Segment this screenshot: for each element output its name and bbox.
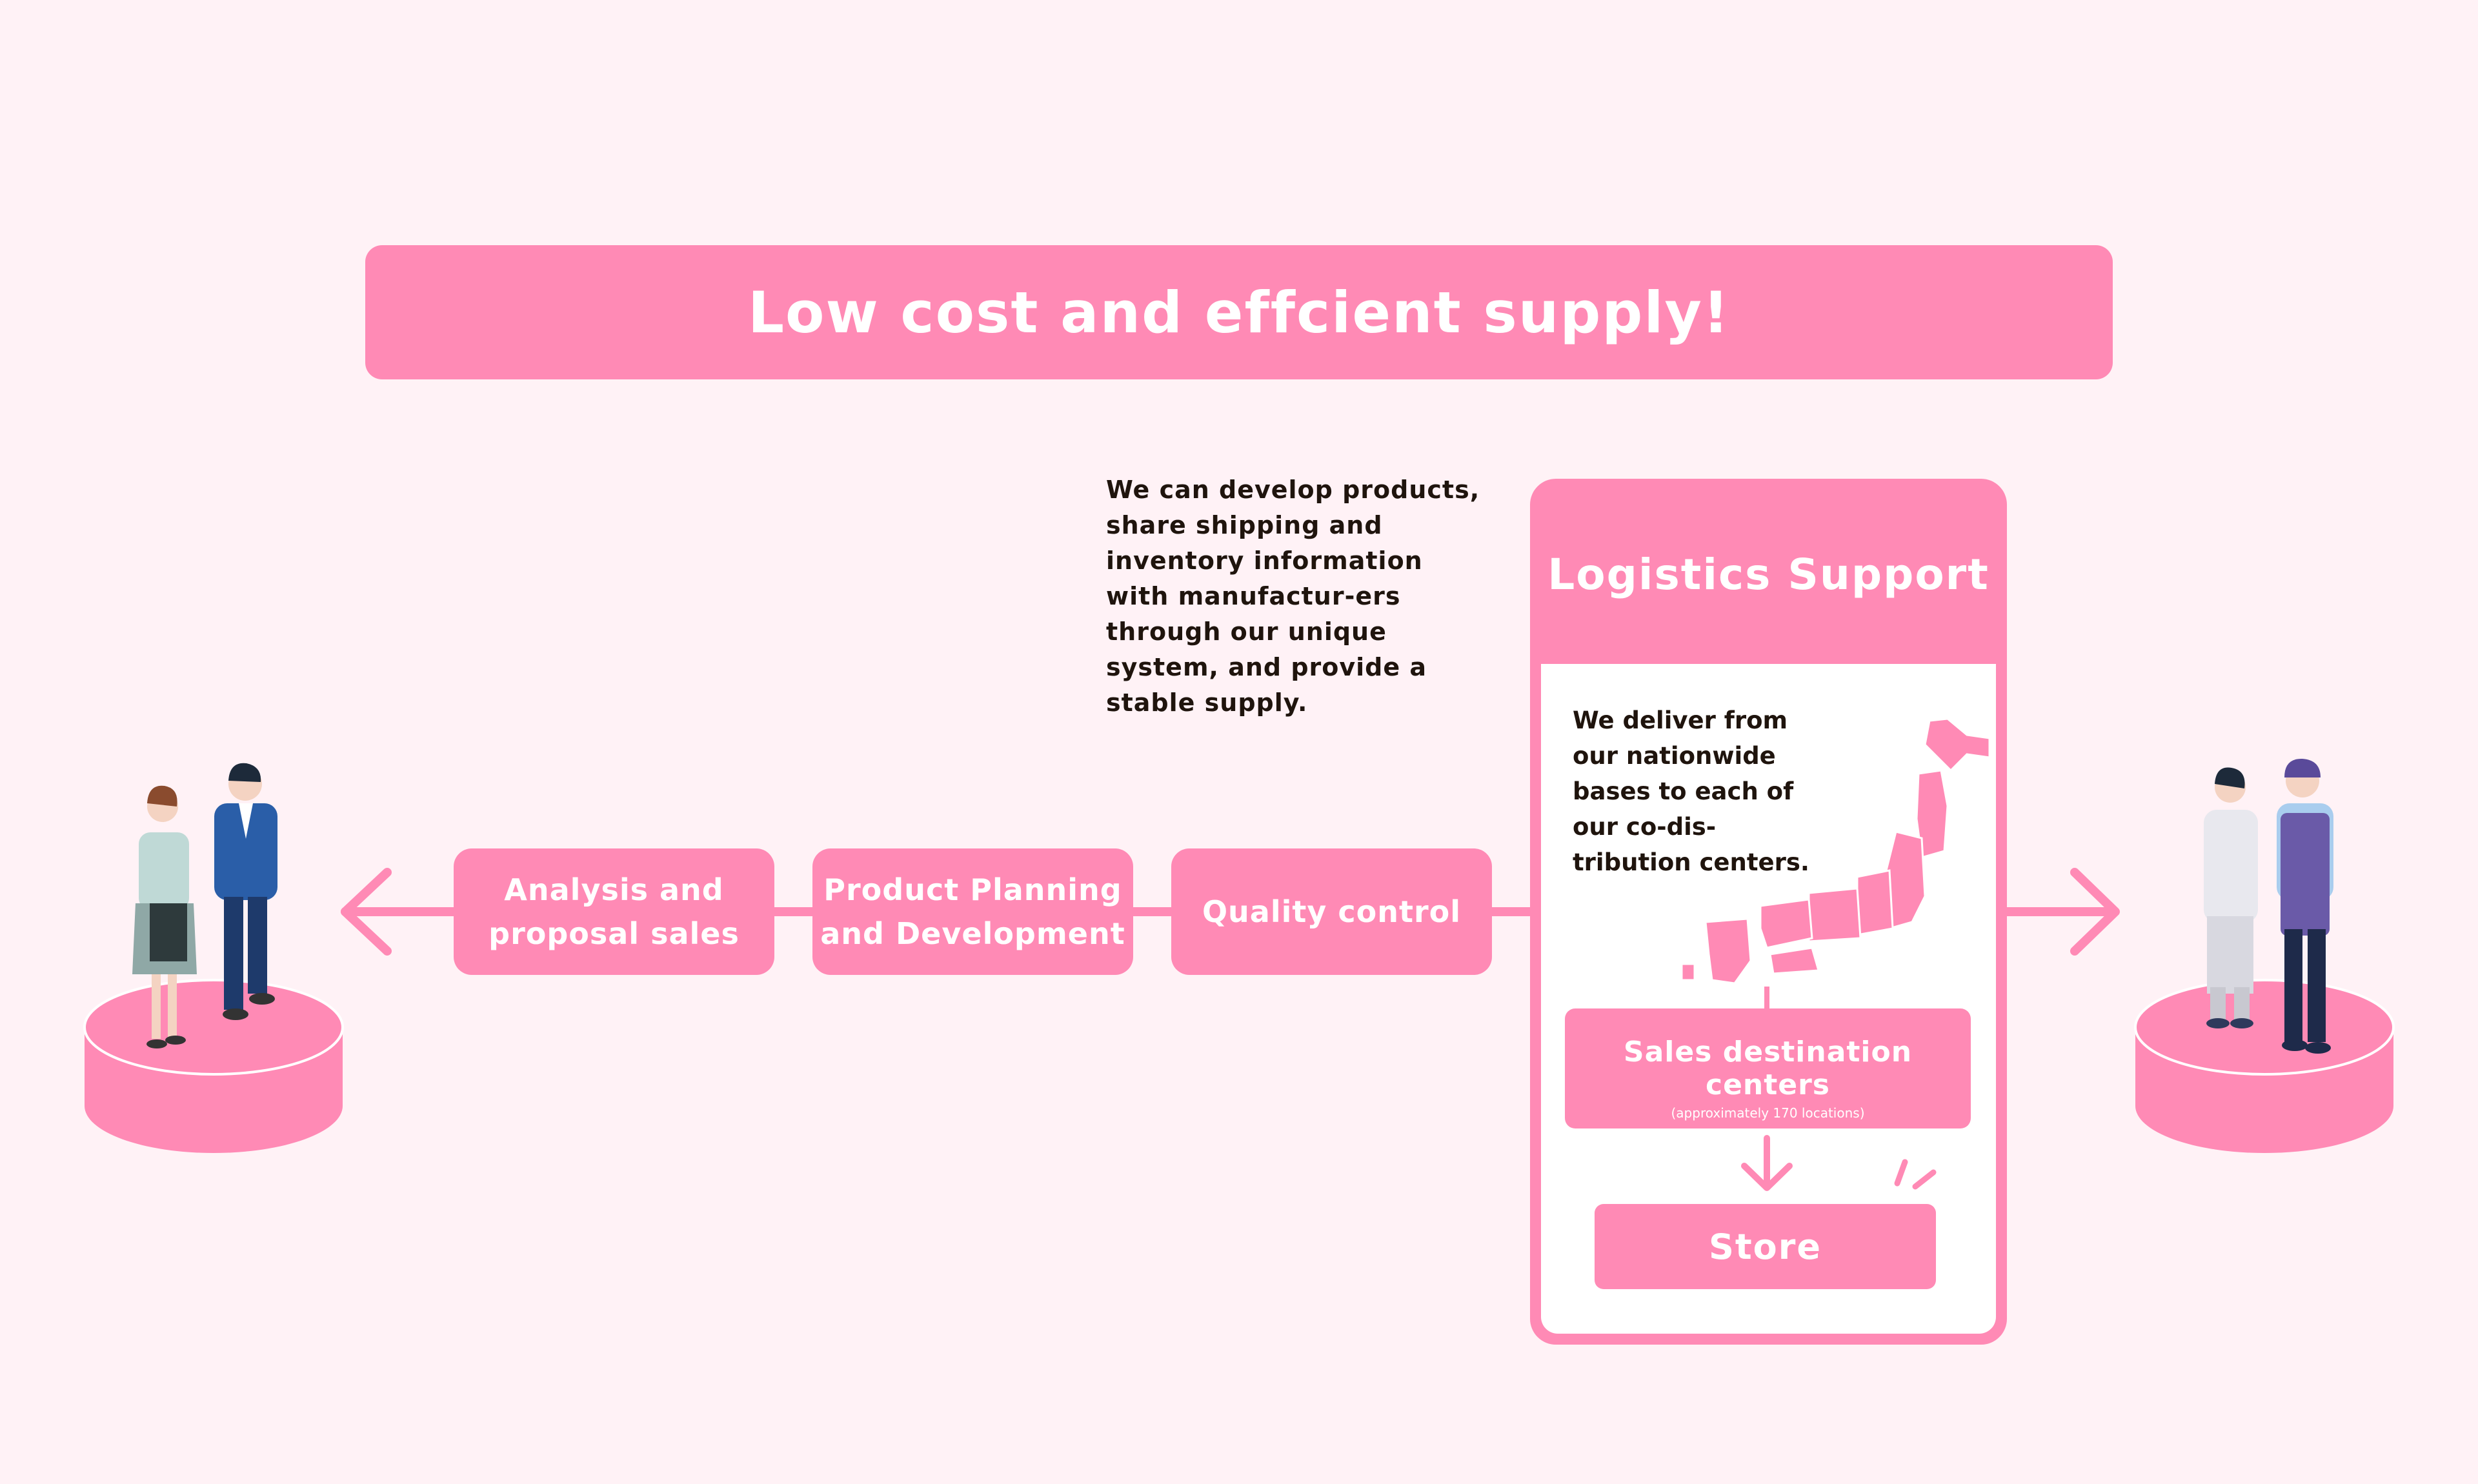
store-box: Store [1595,1204,1936,1289]
sales-destination-centers: Sales destination centers (approximately… [1565,1008,1971,1128]
logistics-body: We deliver from our nationwide bases to … [1541,664,1996,1334]
businessman-icon [214,763,277,1020]
right-arrow-icon [2070,868,2120,956]
shop-worker-icon [2277,758,2333,1054]
businesswoman-icon [132,785,197,1048]
connector-line [1764,987,1769,1012]
step-quality-control: Quality control [1171,848,1492,975]
sparkle-icon [1894,1159,1937,1190]
left-platform [83,979,344,1153]
step-analysis-proposal-sales: Analysis and proposal sales [454,848,774,975]
logistics-support-card: Logistics Support We deliver from our na… [1530,479,2007,1345]
store-label: Store [1708,1226,1822,1267]
japan-map-icon [1680,717,1991,985]
description-text: We can develop products, share shipping … [1106,476,1480,717]
page-title-banner: Low cost and effcient supply! [365,245,2113,379]
right-platform [2134,979,2395,1153]
step-product-planning: Product Planning and Development [812,848,1133,975]
page-title: Low cost and effcient supply! [747,279,1731,346]
down-arrow-icon [1741,1135,1793,1191]
sales-centers-subtitle: (approximately 170 locations) [1671,1105,1865,1121]
logistics-text: We deliver from our nationwide bases to … [1573,707,1809,876]
logistics-title: Logistics Support [1547,550,1989,599]
chef-icon [2204,767,2258,1028]
sales-centers-title: Sales destination centers [1623,1036,1913,1101]
left-arrow-icon [341,868,392,956]
